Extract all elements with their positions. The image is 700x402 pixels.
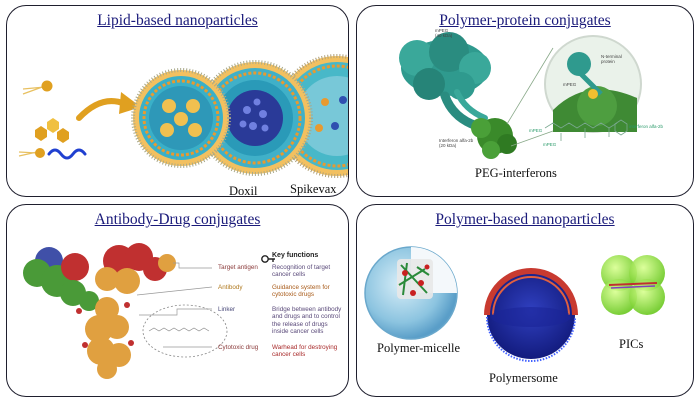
caption-peg-interferons: PEG-interferons: [475, 166, 557, 180]
kf-label-linker: Linker: [218, 306, 236, 313]
label-mpeg-zoom: mPEG: [563, 82, 577, 87]
label-protein: protein: [601, 59, 615, 64]
caption-polymer-micelle: Polymer-micelle: [377, 341, 461, 355]
antibody-molecule: [23, 243, 176, 379]
key-functions-title: Key functions: [272, 252, 319, 259]
caption-polymersome: Polymersome: [489, 371, 558, 385]
caption-pics: PICs: [619, 337, 644, 351]
polymersome: [484, 268, 578, 362]
kf-text-linker: Bridge between antibody and drugs and to…: [272, 306, 342, 335]
connector-lines: [136, 262, 213, 348]
label-mpeg-top-kda: (40 kDa): [435, 33, 453, 38]
kf-label-cytotoxic-drug: Cytotoxic drug: [218, 344, 259, 351]
label-interferon: Interferon alfa-2b: [439, 138, 474, 143]
caption-doxil: Doxil: [229, 184, 258, 197]
ppc-small-labels: mPEG (40 kDa) Interferon alfa-2b (20 kDa…: [435, 28, 664, 148]
key-icon: [261, 255, 275, 263]
doxil-nanoparticle: [197, 60, 313, 176]
kf-label-antibody: Antibody: [218, 284, 243, 291]
label-mpeg-chem1: mPEG: [529, 128, 543, 133]
label-mpeg-top: mPEG: [435, 28, 449, 33]
panel-antibody-drug-conjugates: Antibody-Drug conjugates: [6, 204, 349, 397]
polymer-nanoparticle-illustration: [364, 246, 665, 362]
panel-title-pnp: Polymer-based nanoparticles: [435, 211, 615, 228]
mpeg-polymer-cloud: [399, 32, 491, 131]
kf-label-target-antigen: Target antigen: [218, 264, 258, 271]
lipid-nanoparticle-illustration: [18, 54, 348, 178]
caption-spikevax: Spikevax: [290, 182, 337, 196]
zoom-circle: [544, 35, 642, 133]
linker-zoom-ellipse: [142, 304, 228, 358]
panel-polymer-nanoparticles: Polymer-based nanoparticles: [356, 204, 694, 397]
panel-title-ppc: Polymer-protein conjugates: [439, 12, 611, 29]
pics-particle: [601, 255, 665, 315]
interferon-protein: [471, 118, 517, 159]
antibody-illustration: [23, 243, 275, 379]
panel-lipid-nanoparticles: Lipid-based nanoparticles: [6, 5, 349, 197]
panel-title-lipid: Lipid-based nanoparticles: [97, 12, 258, 29]
label-interferon-kda: (20 kDa): [439, 143, 457, 148]
label-n-terminal: N-terminal: [601, 54, 622, 59]
panel-polymer-protein-conjugates: Polymer-protein conjugates: [356, 5, 694, 197]
kf-text-antibody: Guidance system for cytotoxic drugs: [272, 284, 330, 299]
arrow-icon: [76, 92, 141, 121]
polymer-micelle: [364, 246, 458, 340]
label-interferon-chem: interferon alfa-2b: [629, 124, 664, 129]
peg-interferon-illustration: mPEG (40 kDa) Interferon alfa-2b (20 kDa…: [399, 28, 664, 159]
kf-text-cytotoxic-drug: Warhead for destroying cancer cells: [272, 344, 338, 359]
kf-text-target-antigen: Recognition of target cancer cells: [272, 264, 331, 279]
chemical-structure: [544, 119, 628, 141]
panel-title-adc: Antibody-Drug conjugates: [94, 211, 261, 228]
label-mpeg-chem2: mPEG: [543, 142, 557, 147]
drug-molecules-icon: [18, 80, 87, 160]
lipid-nanoparticle: [131, 68, 231, 168]
